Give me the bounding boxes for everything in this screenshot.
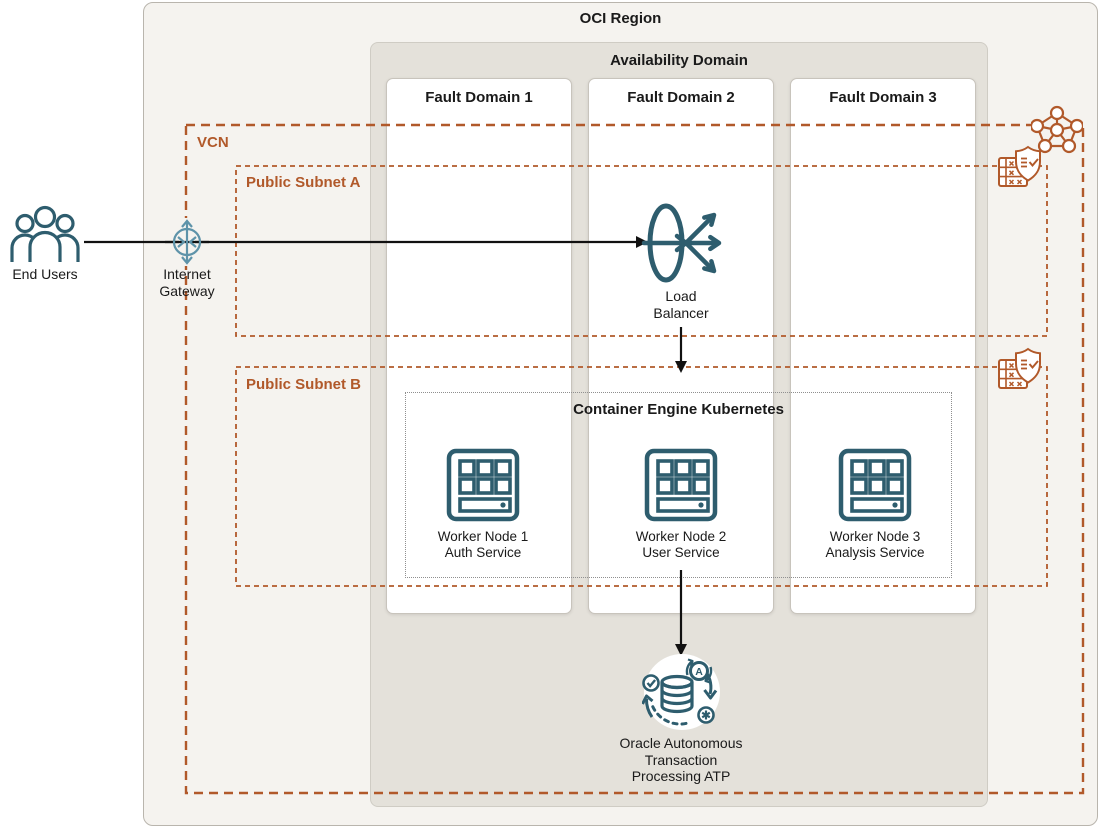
availability-domain-title: Availability Domain — [610, 52, 748, 69]
vcn-label: VCN — [197, 134, 229, 151]
fault-domain-3-title: Fault Domain 3 — [829, 89, 937, 106]
arrow-worker-to-atp — [675, 570, 687, 656]
worker-node-2-icon — [644, 448, 718, 522]
atp-label: Oracle Autonomous Transaction Processing… — [619, 735, 743, 784]
oci-region-title: OCI Region — [579, 10, 662, 27]
worker-node-3-label: Worker Node 3 Analysis Service — [825, 529, 925, 560]
fault-domain-1-box: Fault Domain 1 — [386, 78, 572, 614]
fault-domain-1-title: Fault Domain 1 — [425, 89, 533, 106]
internet-gateway-icon — [165, 218, 209, 266]
kubernetes-cluster-box: Container Engine Kubernetes — [405, 392, 952, 578]
public-subnet-a-label: Public Subnet A — [246, 174, 361, 191]
worker-node-3-icon — [838, 448, 912, 522]
fault-domain-2-title: Fault Domain 2 — [627, 89, 735, 106]
worker-node-1-label: Worker Node 1 Auth Service — [437, 529, 529, 560]
svg-text:A: A — [695, 666, 703, 678]
worker-node-1-icon — [446, 448, 520, 522]
load-balancer-label: Load Balancer — [653, 288, 709, 321]
route-table-security-list-icon — [997, 347, 1041, 390]
end-users-icon — [10, 205, 80, 262]
end-users-label: End Users — [12, 266, 78, 282]
load-balancer-icon — [641, 203, 722, 283]
fault-domain-3-box: Fault Domain 3 — [790, 78, 976, 614]
public-subnet-a-boundary — [235, 165, 1048, 337]
route-table-security-list-icon — [997, 145, 1041, 188]
vcn-boundary — [184, 123, 1085, 795]
public-subnet-b-label: Public Subnet B — [246, 376, 362, 393]
public-subnet-b-boundary — [235, 366, 1048, 587]
arrow-load-balancer-to-cluster — [675, 327, 687, 373]
kubernetes-cluster-title: Container Engine Kubernetes — [573, 401, 784, 418]
vcn-network-icon — [1031, 105, 1083, 154]
internet-gateway-label: Internet Gateway — [159, 266, 215, 299]
worker-node-2-label: Worker Node 2 User Service — [635, 529, 727, 560]
autonomous-database-icon: A — [642, 654, 720, 730]
